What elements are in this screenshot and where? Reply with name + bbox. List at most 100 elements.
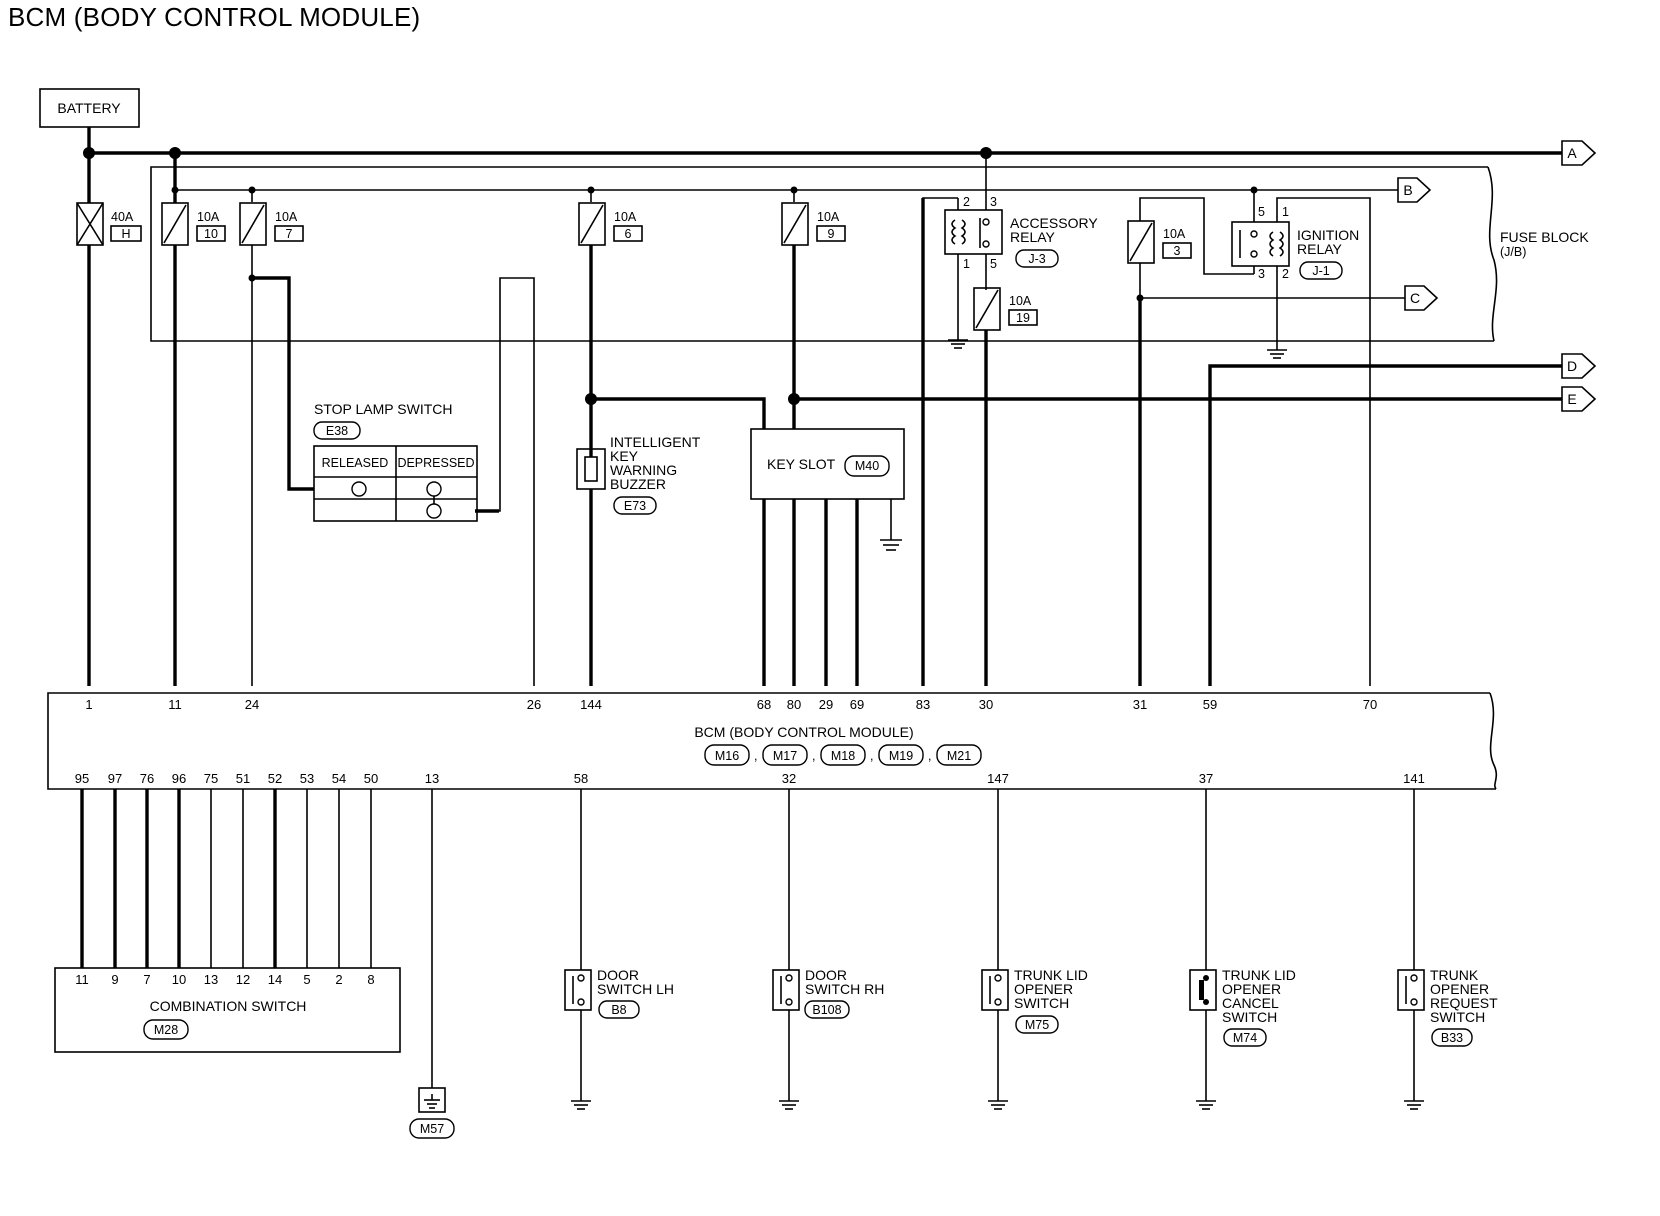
svg-text:CANCEL: CANCEL xyxy=(1222,995,1279,1011)
svg-text:WARNING: WARNING xyxy=(610,462,677,478)
svg-text:80: 80 xyxy=(787,697,801,712)
svg-text:,: , xyxy=(870,749,873,763)
svg-text:1: 1 xyxy=(85,697,92,712)
svg-text:E38: E38 xyxy=(326,424,348,438)
svg-text:M28: M28 xyxy=(154,1023,178,1037)
fuse-10a-10: 10A 10 xyxy=(161,202,226,246)
svg-text:54: 54 xyxy=(332,771,346,786)
svg-text:10: 10 xyxy=(204,227,218,241)
ignition-relay: 5 1 3 2 IGNITION RELAY J-1 xyxy=(1231,190,1371,686)
connector-arrow-e: E xyxy=(794,386,1597,412)
svg-text:5: 5 xyxy=(1258,205,1265,219)
svg-text:52: 52 xyxy=(268,771,282,786)
door-switch-lh: DOOR SWITCH LH B8 xyxy=(564,789,674,1110)
battery-label: BATTERY xyxy=(57,100,121,116)
svg-text:ACCESSORY: ACCESSORY xyxy=(1010,215,1098,231)
fuse-10a-9: 10A 9 xyxy=(781,202,846,246)
svg-text:14: 14 xyxy=(268,972,282,987)
svg-text:3: 3 xyxy=(990,195,997,209)
svg-text:M21: M21 xyxy=(947,749,971,763)
svg-text:13: 13 xyxy=(204,972,218,987)
svg-text:OPENER: OPENER xyxy=(1430,981,1489,997)
svg-text:2: 2 xyxy=(335,972,342,987)
svg-text:J-3: J-3 xyxy=(1028,252,1045,266)
svg-text:10A: 10A xyxy=(817,210,840,224)
svg-text:COMBINATION SWITCH: COMBINATION SWITCH xyxy=(150,998,307,1014)
svg-text:11: 11 xyxy=(75,972,89,987)
svg-text:75: 75 xyxy=(204,771,218,786)
svg-text:2: 2 xyxy=(963,195,970,209)
fuse-block-outline xyxy=(150,166,1498,342)
svg-text:A: A xyxy=(1567,145,1577,161)
svg-text:IGNITION: IGNITION xyxy=(1297,227,1359,243)
connector-arrow-b: B xyxy=(1397,177,1432,203)
svg-text:40A: 40A xyxy=(111,210,134,224)
fuse-block-sub: (J/B) xyxy=(1500,245,1526,259)
svg-text:B8: B8 xyxy=(611,1003,626,1017)
svg-text:RELAY: RELAY xyxy=(1010,229,1056,245)
svg-text:10A: 10A xyxy=(1163,227,1186,241)
battery-bus xyxy=(83,127,1582,159)
svg-text:19: 19 xyxy=(1016,311,1030,325)
svg-text:B: B xyxy=(1403,182,1412,198)
svg-text:M19: M19 xyxy=(889,749,913,763)
svg-text:7: 7 xyxy=(286,227,293,241)
svg-text:70: 70 xyxy=(1363,697,1377,712)
svg-text:M18: M18 xyxy=(831,749,855,763)
svg-text:KEY: KEY xyxy=(610,448,639,464)
svg-text:53: 53 xyxy=(300,771,314,786)
svg-text:32: 32 xyxy=(782,771,796,786)
combination-switch-wiring xyxy=(80,789,372,968)
svg-text:SWITCH: SWITCH xyxy=(1430,1009,1485,1025)
svg-text:H: H xyxy=(121,227,130,241)
svg-text:RELAY: RELAY xyxy=(1297,241,1343,257)
svg-text:1: 1 xyxy=(1282,205,1289,219)
trunk-opener-request-switch: TRUNK OPENER REQUEST SWITCH B33 xyxy=(1397,789,1498,1110)
svg-text:141: 141 xyxy=(1403,771,1425,786)
svg-text:2: 2 xyxy=(1282,267,1289,281)
fuse-10a-6: 10A 6 xyxy=(578,202,643,246)
svg-text:M16: M16 xyxy=(715,749,739,763)
intelligent-key-warning-buzzer: INTELLIGENT KEY WARNING BUZZER E73 xyxy=(576,434,701,515)
connector-arrow-a: A xyxy=(1561,140,1597,166)
trunk-lid-opener-cancel-switch: TRUNK LID OPENER CANCEL SWITCH M74 xyxy=(1189,789,1296,1110)
svg-text:147: 147 xyxy=(987,771,1009,786)
svg-text:REQUEST: REQUEST xyxy=(1430,995,1498,1011)
svg-text:6: 6 xyxy=(625,227,632,241)
svg-text:58: 58 xyxy=(574,771,588,786)
svg-text:83: 83 xyxy=(916,697,930,712)
svg-text:13: 13 xyxy=(425,771,439,786)
svg-text:10: 10 xyxy=(172,972,186,987)
svg-text:OPENER: OPENER xyxy=(1014,981,1073,997)
svg-text:BUZZER: BUZZER xyxy=(610,476,666,492)
svg-text:10A: 10A xyxy=(275,210,298,224)
svg-text:OPENER: OPENER xyxy=(1222,981,1281,997)
combination-switch: 11 9 7 10 13 12 14 5 2 8 COMBINATION SWI… xyxy=(54,967,401,1053)
svg-text:RELEASED: RELEASED xyxy=(322,456,389,470)
key-slot: KEY SLOT M40 xyxy=(750,428,905,551)
svg-text:9: 9 xyxy=(828,227,835,241)
svg-text:68: 68 xyxy=(757,697,771,712)
svg-text:1: 1 xyxy=(963,257,970,271)
svg-text:KEY SLOT: KEY SLOT xyxy=(767,456,836,472)
svg-text:M75: M75 xyxy=(1025,1018,1049,1032)
svg-text:24: 24 xyxy=(245,697,259,712)
svg-text:29: 29 xyxy=(819,697,833,712)
svg-text:76: 76 xyxy=(140,771,154,786)
svg-text:69: 69 xyxy=(850,697,864,712)
svg-text:DEPRESSED: DEPRESSED xyxy=(397,456,474,470)
svg-text:10A: 10A xyxy=(197,210,220,224)
connector-arrow-d: D xyxy=(1208,353,1597,686)
svg-text:30: 30 xyxy=(979,697,993,712)
bcm-connector-ovals: M16 , M17 , M18 , M19 , M21 xyxy=(704,744,982,766)
connector-arrow-c: C xyxy=(1140,285,1439,311)
bcm-label: BCM (BODY CONTROL MODULE) xyxy=(694,724,913,740)
svg-text:97: 97 xyxy=(108,771,122,786)
svg-text:STOP LAMP SWITCH: STOP LAMP SWITCH xyxy=(314,401,452,417)
svg-text:TRUNK: TRUNK xyxy=(1430,967,1479,983)
svg-text:E73: E73 xyxy=(624,499,646,513)
fuse-10a-7: 10A 7 xyxy=(239,202,304,246)
svg-text:INTELLIGENT: INTELLIGENT xyxy=(610,434,701,450)
svg-text:TRUNK LID: TRUNK LID xyxy=(1222,967,1296,983)
svg-text:DOOR: DOOR xyxy=(805,967,847,983)
